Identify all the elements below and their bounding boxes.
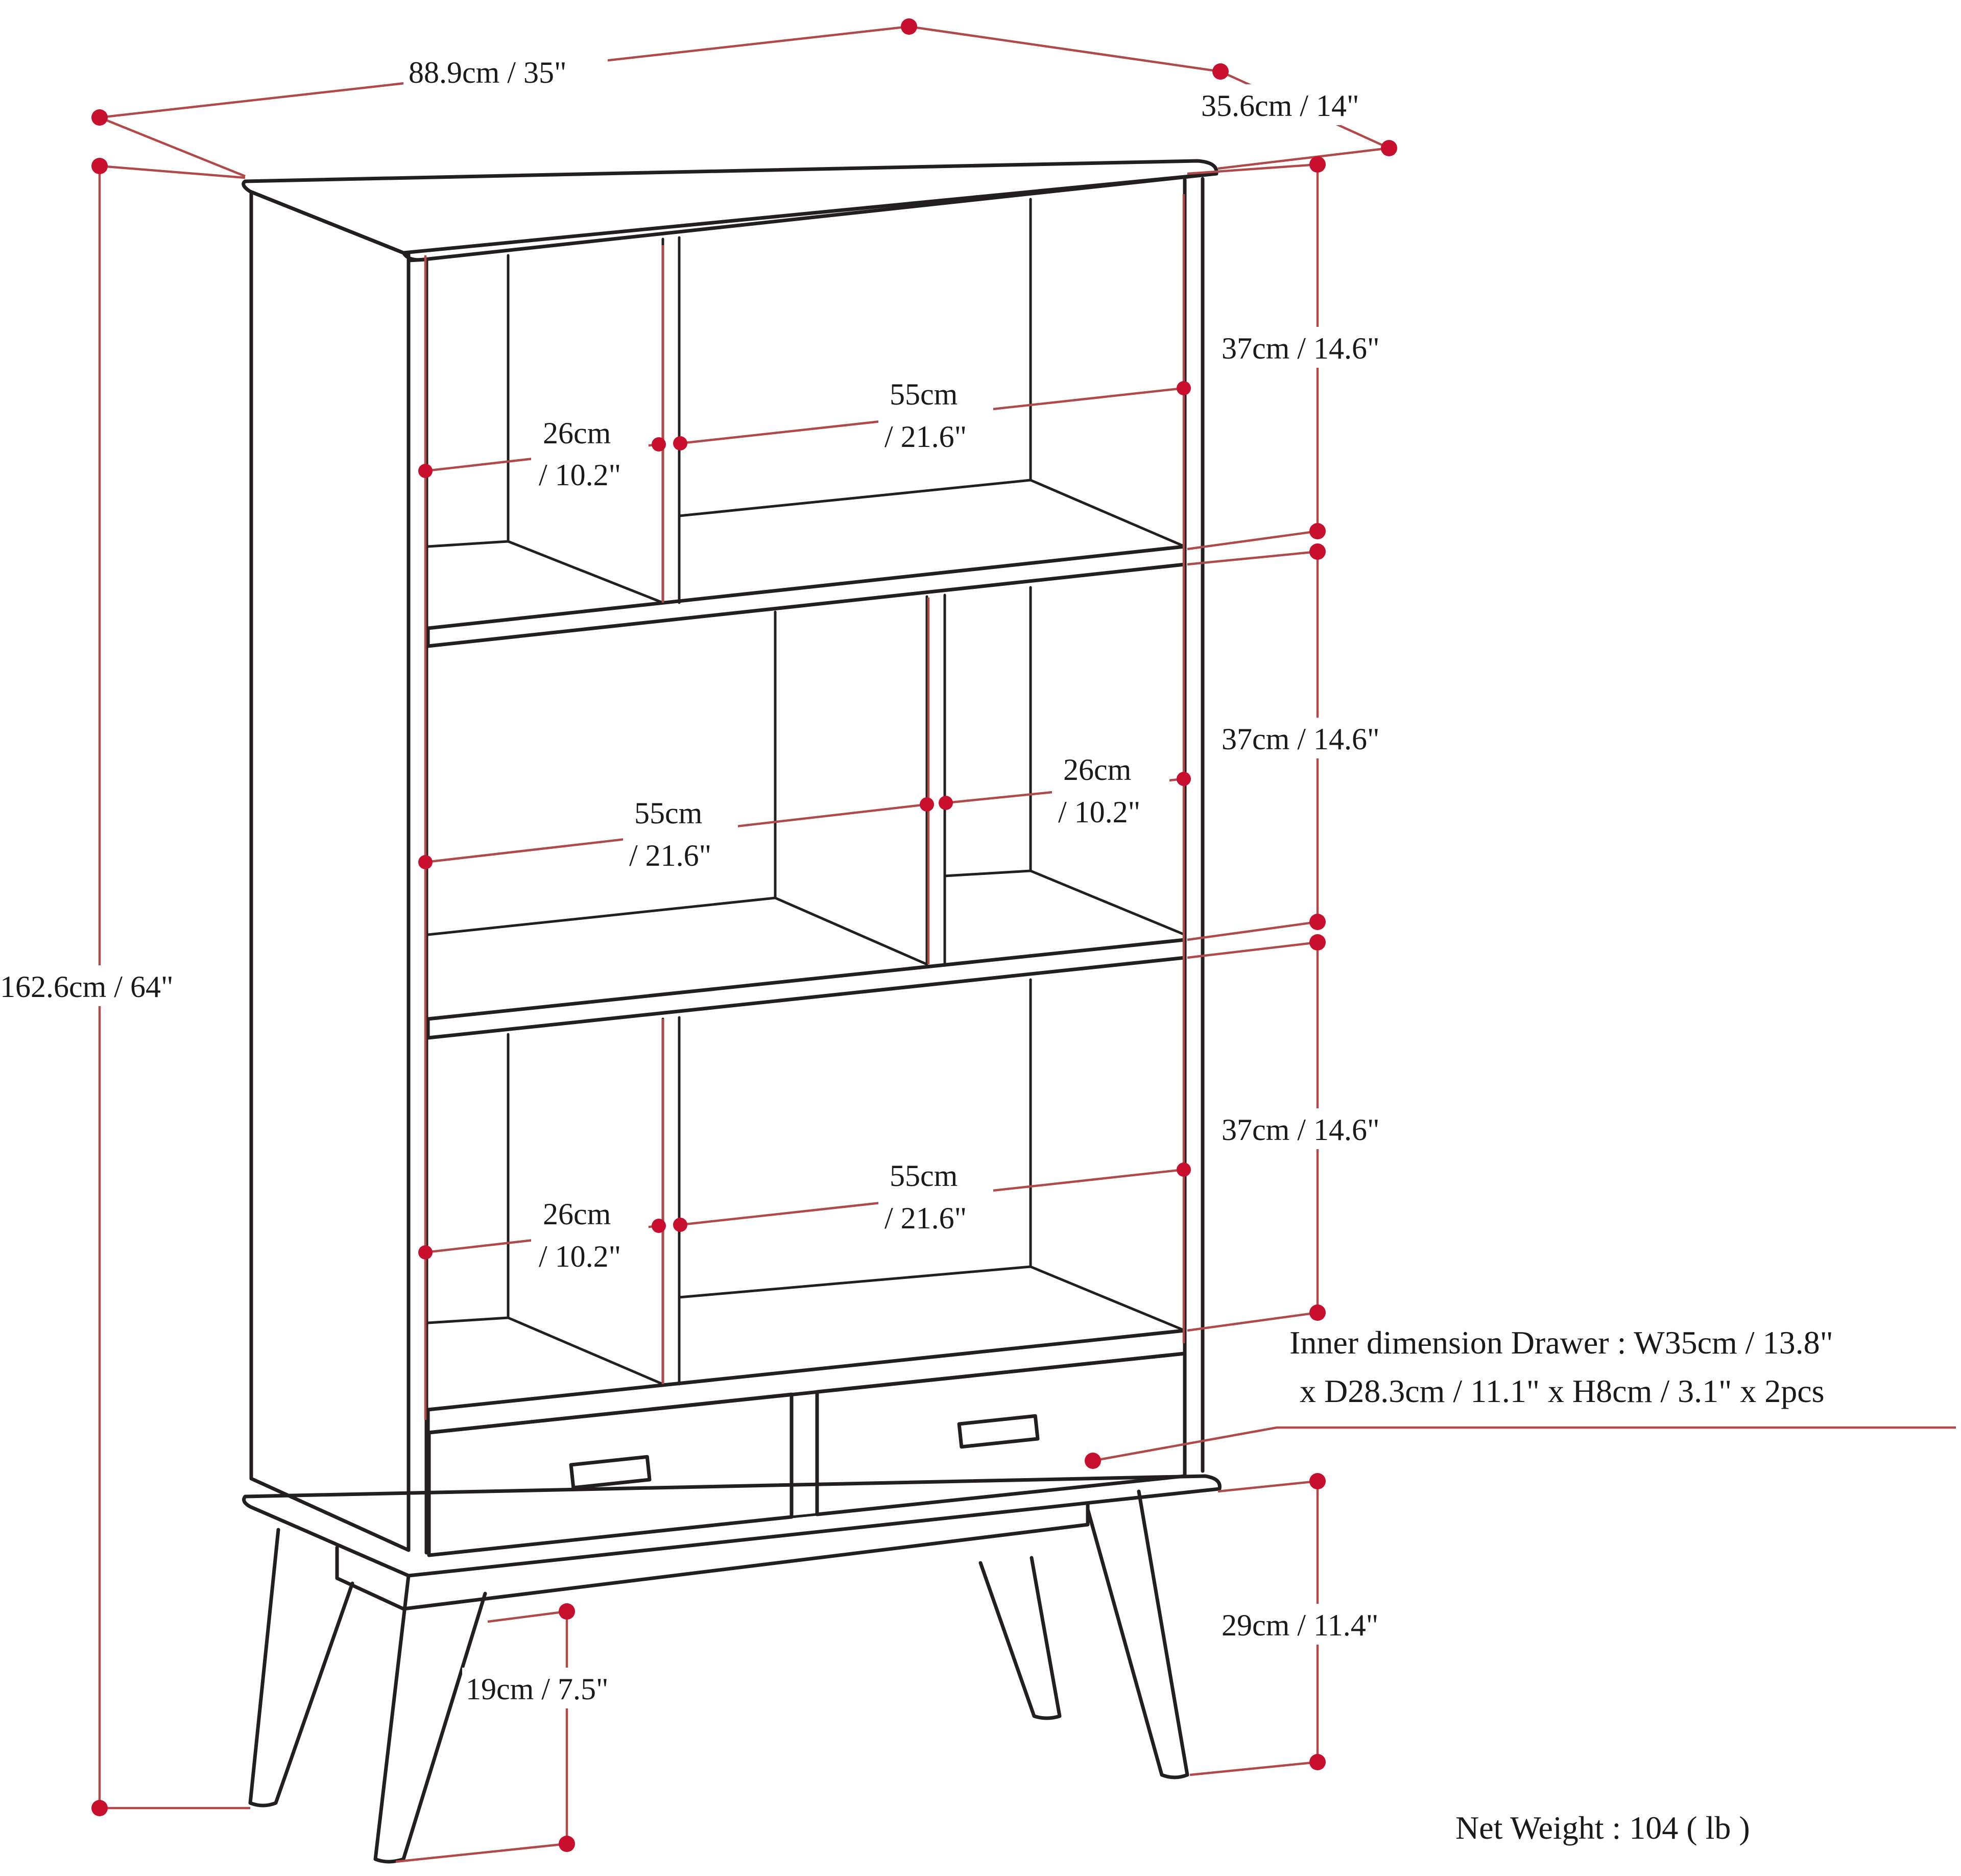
cubby-post-markers: [424, 194, 1185, 1420]
top-left-cubby-label-2: / 10.2": [539, 458, 621, 492]
left-side-panel: [249, 191, 411, 1552]
bottom-right-cubby-label-2: / 21.6": [884, 1201, 967, 1235]
top-left-cubby-label-1: 26cm: [543, 416, 611, 450]
apron: [335, 1502, 1090, 1611]
top-slab-edge: [248, 172, 1218, 255]
shelf-top-height-label: 37cm / 14.6": [1222, 331, 1379, 365]
leg-clearance-dimension-line: [395, 1610, 568, 1863]
drawer-right: [815, 1351, 1187, 1516]
top-right-cubby-label-2: / 21.6": [884, 420, 967, 454]
bottom-right-cubby-label-1: 55cm: [890, 1159, 958, 1193]
middle-right-cubby-label-1: 26cm: [1063, 753, 1131, 787]
leg-back-left: [248, 1528, 354, 1808]
bottom-plinth: [242, 1474, 1222, 1578]
shelf-2: [426, 938, 1187, 1040]
label-backgrounds: [0, 51, 1420, 1708]
height-label: 162.6cm / 64": [0, 970, 173, 1004]
front-left-post: [406, 257, 428, 1555]
dimension-labels: 88.9cm / 35" 35.6cm / 14" 162.6cm / 64" …: [0, 56, 1833, 1846]
dimension-lines: [98, 25, 1956, 1863]
drawer-left: [427, 1392, 794, 1557]
leg-front-left: [373, 1574, 487, 1864]
drawer-divider: [790, 1390, 819, 1518]
dimension-dots: [91, 18, 1397, 1852]
bottom-left-cubby-label-2: / 10.2": [539, 1240, 621, 1273]
shelf-1: [426, 544, 1187, 648]
drawer-note-line-2: x D28.3cm / 11.1" x H8cm / 3.1" x 2pcs: [1300, 1373, 1825, 1409]
leg-back-right: [978, 1556, 1062, 1720]
leg-clearance-label: 19cm / 7.5": [466, 1672, 608, 1706]
width-dimension-line: [99, 25, 1221, 178]
shelf-bottom-height-label: 37cm / 14.6": [1222, 1113, 1379, 1147]
width-label: 88.9cm / 35": [409, 56, 566, 89]
middle-left-cubby-label-2: / 21.6": [629, 839, 711, 872]
top-right-cubby-label-1: 55cm: [890, 377, 958, 411]
base-height-label: 29cm / 11.4": [1222, 1608, 1378, 1642]
drawer-note-leader: [1092, 1426, 1956, 1462]
bottom-left-cubby-label-1: 26cm: [543, 1197, 611, 1231]
middle-left-cubby-label-1: 55cm: [634, 796, 702, 830]
middle-cubby-back: [426, 586, 1186, 966]
top-slab: [242, 159, 1218, 262]
bookcase-drawing: [242, 159, 1222, 1864]
middle-right-cubby-label-2: / 10.2": [1058, 795, 1140, 829]
drawer-right-handle: [957, 1414, 1040, 1449]
leg-front-right: [1086, 1489, 1189, 1779]
drawer-left-handle: [569, 1455, 652, 1490]
shelf-3: [426, 1328, 1187, 1435]
right-side-posts: [1183, 177, 1205, 1476]
shelf-middle-height-label: 37cm / 14.6": [1222, 722, 1379, 756]
drawer-note-line-1: Inner dimension Drawer : W35cm / 13.8": [1289, 1324, 1833, 1361]
net-weight-label: Net Weight : 104 ( lb ): [1455, 1810, 1750, 1846]
depth-label: 35.6cm / 14": [1201, 89, 1359, 123]
